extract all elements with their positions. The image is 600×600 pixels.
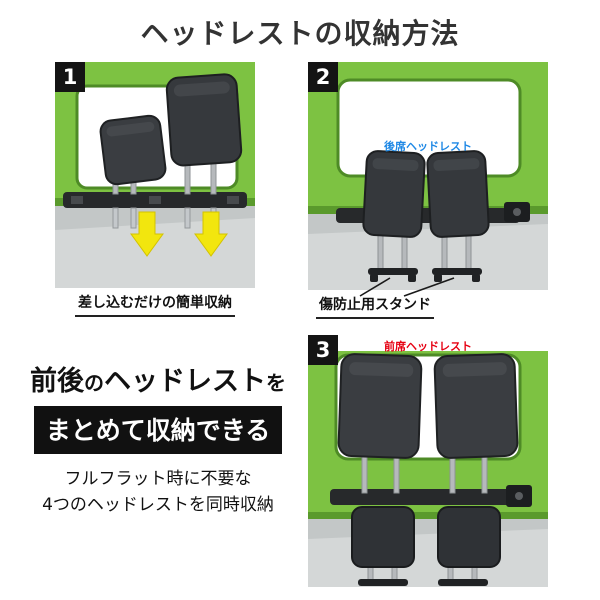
step2-panel: 2 [308, 62, 548, 319]
step2-car-interior-illustration [308, 62, 548, 297]
step1-caption: 差し込むだけの簡単収納 [75, 292, 235, 317]
step1-panel: 1 [55, 62, 255, 318]
cargo-deck [308, 519, 548, 587]
summary-headline-suffix: を [266, 371, 286, 395]
page-title: ヘッドレストの収納方法 [140, 17, 460, 50]
step2-caption-row: 傷防止用スタンド [316, 294, 434, 319]
car-body-edge [308, 512, 548, 520]
mount-rail [63, 192, 247, 208]
summary-headline: 前後のヘッドレストを [12, 366, 304, 398]
rail-clamp [504, 202, 530, 222]
headrest-large [165, 73, 243, 167]
rear-headrests [351, 506, 501, 568]
summary-highlight: まとめて収納できる [33, 406, 283, 455]
protective-stands [368, 268, 482, 282]
down-arrow-icon [130, 211, 228, 257]
summary-highlight-row: まとめて収納できる [12, 406, 304, 455]
rail-clamp [506, 485, 532, 507]
step3-panel: 3 [308, 335, 548, 589]
headrest-small [99, 114, 167, 186]
front-headrest-left [337, 353, 423, 459]
step1-caption-row: 差し込むだけの簡単収納 [55, 292, 255, 317]
summary-block: 前後のヘッドレストを まとめて収納できる フルフラット時に不要な 4つのヘッドレ… [12, 366, 304, 518]
caption-pointer-lines [359, 277, 455, 297]
protective-stands [358, 579, 488, 586]
summary-headline-prefix: 前後 [30, 366, 84, 397]
front-headrest-label: 前席ヘッドレスト [384, 340, 472, 353]
step1-car-interior-illustration [55, 62, 255, 288]
summary-headline-particle: の [84, 371, 104, 395]
rear-headrest-label: 後席ヘッドレスト [384, 140, 472, 153]
step3-car-interior-illustration [308, 351, 548, 587]
mount-rail [330, 489, 526, 505]
step2-caption: 傷防止用スタンド [316, 294, 434, 319]
summary-detail-line1: フルフラット時に不要な [64, 469, 252, 490]
cargo-deck [308, 214, 548, 290]
rear-headrest-right [426, 150, 490, 238]
summary-detail-line2: 4つのヘッドレストを同時収納 [42, 495, 274, 516]
step3-number-badge: 3 [308, 335, 338, 365]
summary-headline-main: ヘッドレスト [104, 366, 266, 397]
step2-number-badge: 2 [308, 62, 338, 92]
step1-number-badge: 1 [55, 62, 85, 92]
front-headrest-right [433, 353, 519, 459]
rear-headrest-left [362, 150, 426, 238]
